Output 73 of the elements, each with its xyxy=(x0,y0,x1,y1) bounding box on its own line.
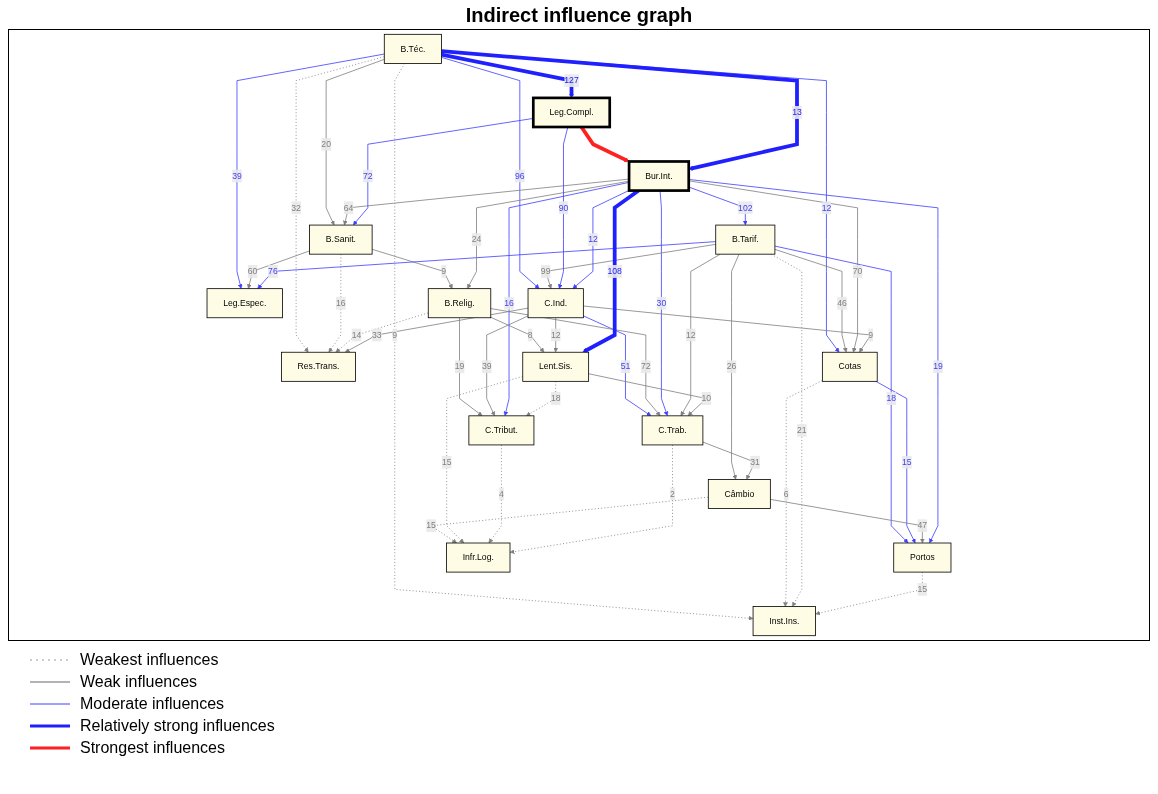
node-box: Leg.Espec. xyxy=(206,288,283,319)
edge-label: 39 xyxy=(481,361,492,372)
edge-label: 15 xyxy=(441,457,452,467)
edge-label: 4 xyxy=(499,489,504,499)
edge-label: 30 xyxy=(656,298,667,308)
edge-label: 31 xyxy=(750,457,760,467)
node-box: Res.Trans. xyxy=(281,351,356,382)
node-box: C.Trab. xyxy=(641,415,704,446)
legend-label: Weakest influences xyxy=(80,651,219,669)
node-box: C.Ind. xyxy=(527,288,584,319)
edge-label: 10 xyxy=(701,393,712,403)
node-box: B.Tarif. xyxy=(715,224,776,255)
edge-label: 99 xyxy=(540,266,551,276)
legend-label: Strongest influences xyxy=(80,739,225,757)
edge-label: 102 xyxy=(738,202,753,213)
edge-label: 32 xyxy=(291,202,301,213)
edge-label: 21 xyxy=(797,425,807,435)
edge-label: 26 xyxy=(726,361,737,372)
node-box: B.Relig. xyxy=(427,288,492,319)
edge-label: 6 xyxy=(783,489,789,499)
node-box: Bur.Int. xyxy=(627,160,691,192)
legend-label: Weak influences xyxy=(80,673,198,691)
edge-label: 15 xyxy=(917,584,928,594)
edge-label: 13 xyxy=(792,107,802,117)
edge-label: 60 xyxy=(247,266,258,276)
edge-label: 2 xyxy=(670,489,675,499)
edge-label: 76 xyxy=(268,266,278,276)
edge-label: 9 xyxy=(441,266,447,276)
node-box: Cotas xyxy=(821,351,878,382)
edge-label: 33 xyxy=(372,330,382,340)
edge-label: 12 xyxy=(685,330,696,340)
edge-label: 15 xyxy=(426,520,436,531)
edge-label: 96 xyxy=(515,171,525,181)
node-box: C.Tribut. xyxy=(468,415,535,446)
edge-label: 12 xyxy=(821,202,832,213)
edge-label: 12 xyxy=(550,330,561,340)
edge-label: 70 xyxy=(852,266,863,276)
edge-label: 39 xyxy=(232,171,242,181)
node-box: Leg.Compl. xyxy=(531,96,612,129)
edge-label: 12 xyxy=(588,234,598,244)
edge-label: 64 xyxy=(343,202,354,213)
edge-label: 16 xyxy=(336,298,346,308)
edge-label: 19 xyxy=(933,361,943,372)
edge-label: 90 xyxy=(558,202,569,213)
legend-label: Relatively strong influences xyxy=(80,717,275,735)
edge-label: 8 xyxy=(527,330,533,340)
edge-label: 19 xyxy=(454,361,465,372)
node-box: B.Téc. xyxy=(383,33,442,64)
edge-label: 20 xyxy=(321,139,331,149)
edge-label: 46 xyxy=(837,298,847,308)
edge-label: 51 xyxy=(620,361,631,372)
arrow xyxy=(441,49,799,171)
edge-label: 18 xyxy=(550,393,561,403)
node-box: Inst.Ins. xyxy=(752,606,816,637)
edge-label: 127 xyxy=(564,75,579,85)
node-box: Infr.Log. xyxy=(446,542,511,573)
node-box: Lent.Sis. xyxy=(522,351,590,382)
edge-label: 72 xyxy=(641,361,651,372)
edge-label: 108 xyxy=(607,266,622,276)
edge-label: 15 xyxy=(901,457,912,467)
legend-label: Moderate influences xyxy=(80,695,225,713)
edge-label: 72 xyxy=(363,171,373,181)
edge-label: 9 xyxy=(868,330,874,340)
edge-label: 9 xyxy=(392,330,398,340)
node-box: Portos xyxy=(893,542,952,573)
edge-label: 47 xyxy=(917,520,928,531)
edge-label: 24 xyxy=(471,234,482,244)
edge-label: 16 xyxy=(504,298,514,308)
node-box: B.Sanit. xyxy=(309,224,373,255)
chart-title: Indirect influence graph xyxy=(464,4,694,27)
edge-label: 18 xyxy=(886,393,896,403)
node-box: Câmbio xyxy=(707,479,771,509)
edge-label: 14 xyxy=(351,330,362,340)
